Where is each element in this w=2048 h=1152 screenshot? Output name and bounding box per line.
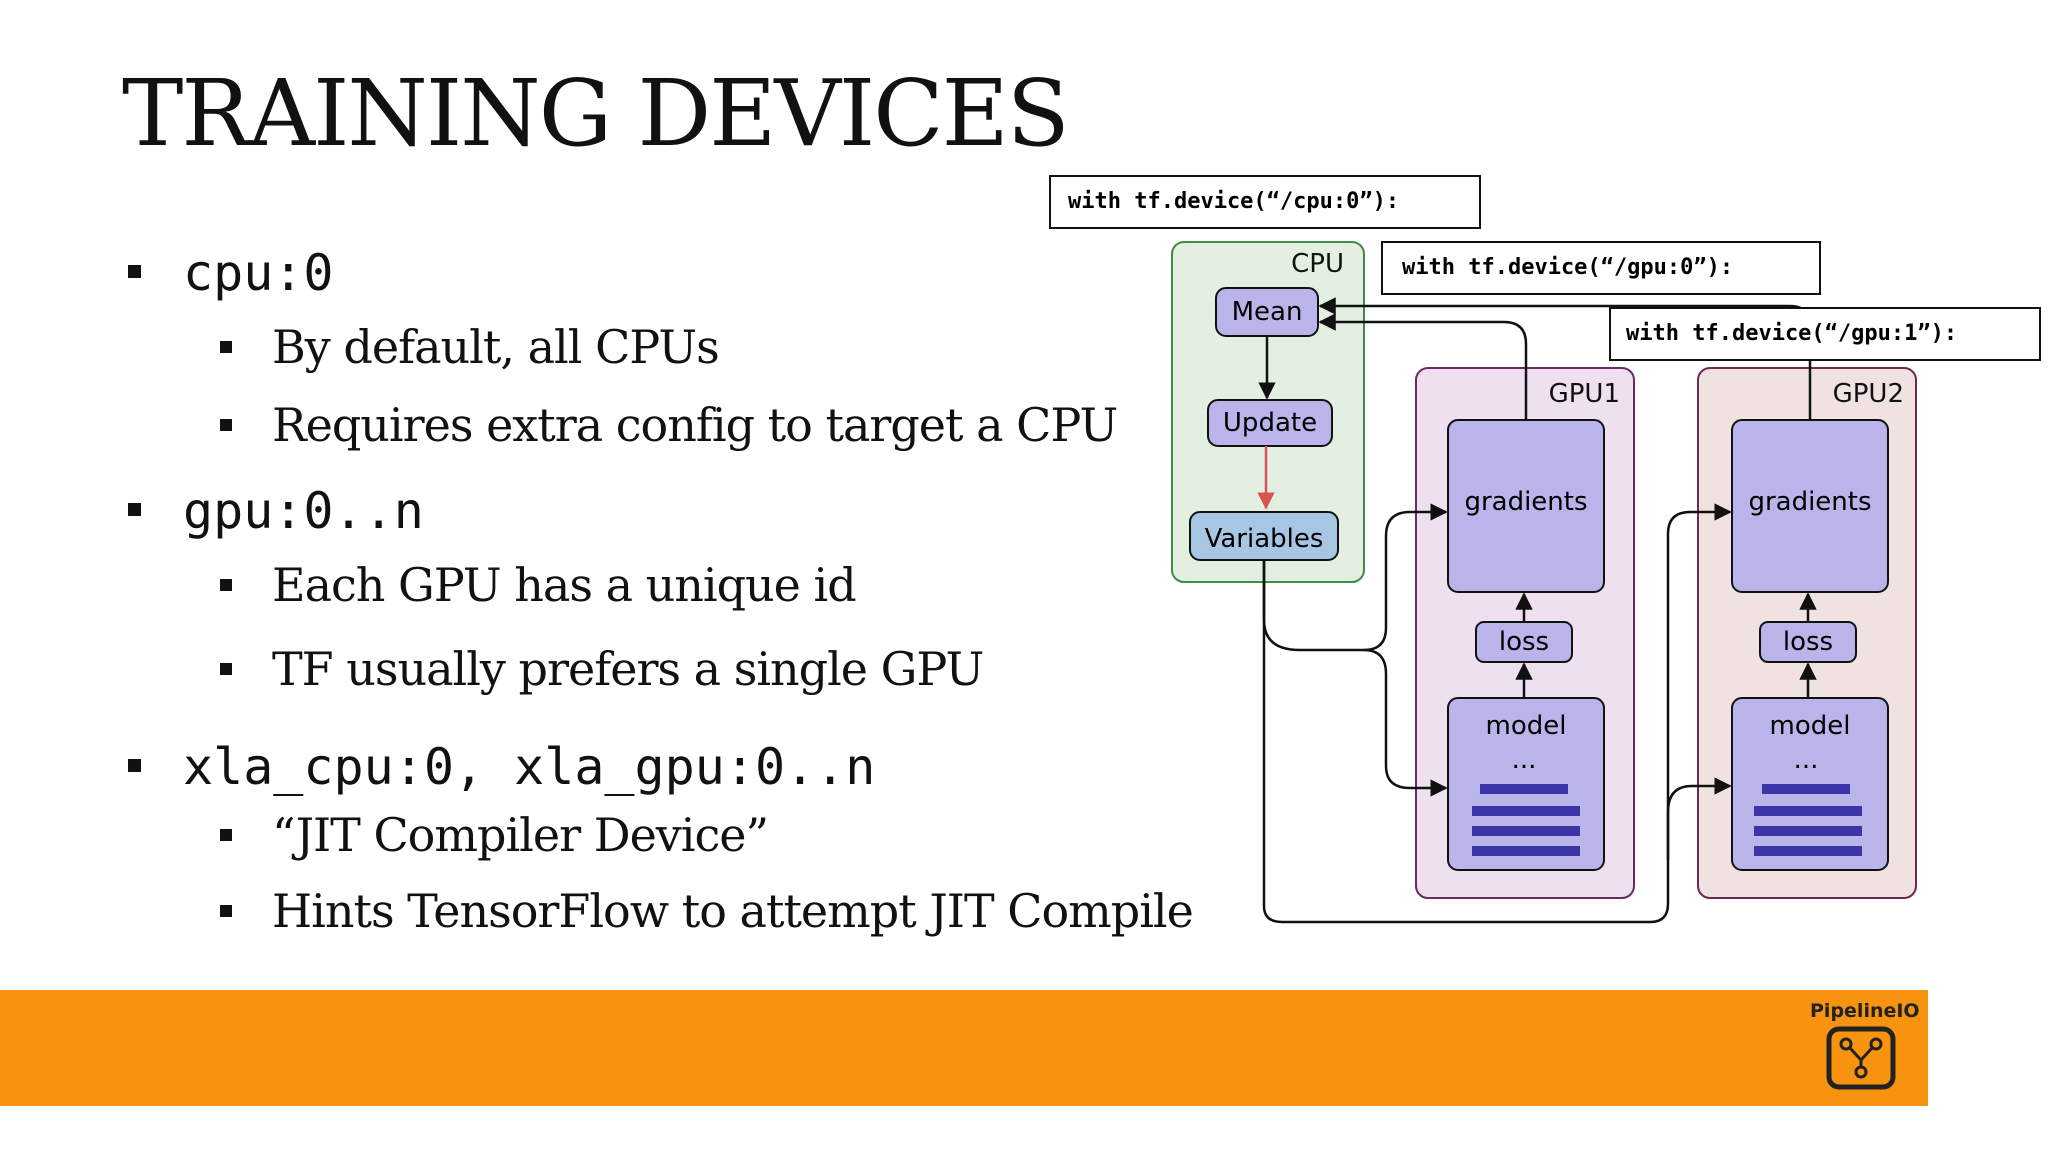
bullet-marker: [220, 419, 232, 431]
bullet-item: TF usually prefers a single GPU: [220, 642, 984, 696]
pipelineio-logo-icon: [1826, 1026, 1896, 1090]
mean-node-label: Mean: [1232, 297, 1303, 327]
edge-variables-gpu1: [1262, 503, 1448, 652]
gpu2-model-ellipsis: ...: [1794, 745, 1819, 775]
bullet-marker: [220, 905, 232, 917]
bullet-text: TF usually prefers a single GPU: [272, 642, 984, 696]
bullet-item: By default, all CPUs: [220, 320, 720, 374]
bullet-item: Requires extra config to target a CPU: [220, 398, 1118, 452]
gpu1-model-ellipsis: ...: [1512, 745, 1537, 775]
bullet-text: cpu:0: [183, 244, 334, 302]
bullet-item: gpu:0..n: [128, 482, 424, 540]
bullet-marker: [220, 829, 232, 841]
bullet-text: gpu:0..n: [183, 482, 424, 540]
gpu1-model-layers: [1472, 784, 1580, 856]
brand-name: PipelineIO: [1810, 1000, 1920, 1022]
edge-variables-gpu2-model: [1666, 777, 1732, 860]
bullet-text: Requires extra config to target a CPU: [272, 398, 1118, 452]
bullet-marker: [220, 663, 232, 675]
bullet-item: cpu:0: [128, 244, 334, 302]
bullet-text: “JIT Compiler Device”: [272, 808, 769, 862]
update-node-label: Update: [1223, 408, 1317, 438]
gpu2-model-layers: [1754, 784, 1862, 856]
bullet-item: Each GPU has a unique id: [220, 558, 857, 612]
bullet-marker: [128, 759, 141, 772]
bullet-marker: [220, 341, 232, 353]
slide-title: TRAINING DEVICES: [122, 60, 1070, 167]
gpu2-group-label: GPU2: [1833, 379, 1904, 409]
code-label-gpu1: with tf.device(“/gpu:1”):: [1626, 321, 1957, 346]
edge-gpu1-gradients-mean: [1318, 313, 1528, 420]
update-node: [1207, 399, 1333, 447]
variables-node-label: Variables: [1205, 524, 1324, 554]
edge-variables-gpu2: [1262, 503, 1732, 924]
bullet-item: xla_cpu:0, xla_gpu:0..n: [128, 738, 875, 796]
code-label-gpu1-box: [1609, 307, 2041, 361]
code-label-cpu-box: [1049, 175, 1481, 229]
gpu2-gradients-label: gradients: [1748, 487, 1871, 517]
gpu1-gradients-label: gradients: [1464, 487, 1587, 517]
bullet-marker: [128, 503, 141, 516]
bullet-text: Hints TensorFlow to attempt JIT Compile: [272, 884, 1194, 938]
edge-variables-gpu1-model: [1363, 648, 1448, 797]
footer-bar: [0, 990, 1928, 1106]
code-label-gpu0-box: [1381, 241, 1821, 295]
gpu1-loss-label: loss: [1499, 627, 1549, 657]
gpu1-group-label: GPU1: [1549, 379, 1620, 409]
bullet-item: Hints TensorFlow to attempt JIT Compile: [220, 884, 1194, 938]
gpu2-loss-label: loss: [1783, 627, 1833, 657]
code-label-gpu0: with tf.device(“/gpu:0”):: [1402, 255, 1733, 280]
bullet-text: Each GPU has a unique id: [272, 558, 857, 612]
cpu-group-label: CPU: [1291, 249, 1344, 279]
bullet-item: “JIT Compiler Device”: [220, 808, 769, 862]
gpu2-model-label: model: [1770, 711, 1851, 741]
bullet-marker: [220, 579, 232, 591]
bullet-text: By default, all CPUs: [272, 320, 720, 374]
code-label-cpu: with tf.device(“/cpu:0”):: [1068, 189, 1399, 214]
bullet-marker: [128, 265, 141, 278]
bullet-text: xla_cpu:0, xla_gpu:0..n: [183, 738, 876, 796]
gpu1-model-label: model: [1486, 711, 1567, 741]
